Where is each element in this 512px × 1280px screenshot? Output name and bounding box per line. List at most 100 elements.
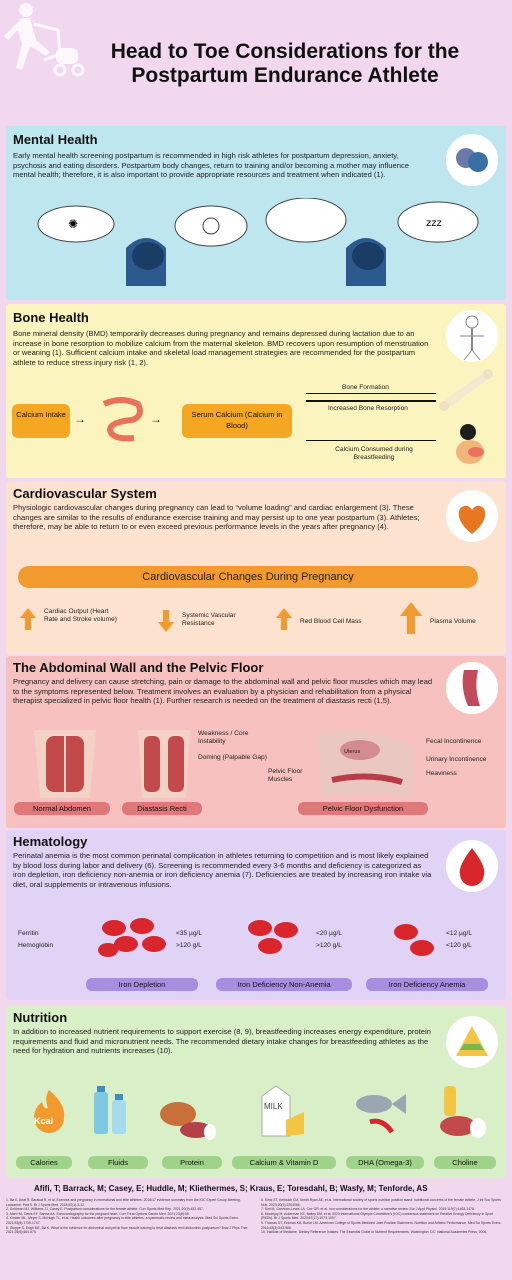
iron-deficiency-anemia-label: Iron Deficiency Anemia (366, 978, 488, 991)
protein-food-icon (160, 1102, 216, 1140)
svg-text:zzz: zzz (426, 218, 442, 229)
iron-depletion-label: Iron Depletion (86, 978, 198, 991)
resorption-arrow (306, 400, 436, 402)
reference-item: 4. Kimber ML, Meyer S, McHugh TL, et al.… (6, 1216, 240, 1225)
arrow-up-large-icon (400, 602, 422, 634)
arrow-right-icon: → (150, 412, 162, 426)
milk-cheese-icon (261, 1085, 304, 1137)
iron-deficiency-non-anemia-label: Iron Deficiency Non-Anemia (216, 978, 352, 991)
pelvic-icon (446, 662, 498, 714)
plasma-volume-label: Plasma Volume (430, 618, 476, 625)
pelvic-floor-heading: The Abdominal Wall and the Pelvic Floor (13, 660, 264, 675)
intestine-icon (102, 397, 143, 442)
brains-thoughts-illustration: ✺ zzz (37, 198, 479, 286)
heart-icon (446, 490, 498, 542)
anemia-hemoglobin-value: <120 g/L (446, 942, 472, 949)
milk-label: MILK (264, 1102, 283, 1111)
mental-health-body: Early mental health screening postpartum… (13, 151, 409, 180)
calcium-vitamin-d-label: Calcium & Vitamin D (232, 1156, 336, 1169)
reference-item: 9. Thomas DT, Erdman KA, Burke LM. Ameri… (261, 1220, 502, 1230)
serum-calcium-box: Serum Calcium (Calcium in Blood) (182, 404, 292, 438)
reference-item: 3. Afari HA, Davis EF, Sarma AA. Echocar… (6, 1211, 190, 1216)
nutrition-section: Nutrition In addition to increased nutri… (6, 1006, 506, 1178)
choline-label: Choline (434, 1156, 496, 1169)
food-pyramid-icon (446, 1016, 498, 1068)
doming-label: Doming (Palpable Gap) (198, 754, 267, 761)
ferritin-label: Ferritin (18, 930, 39, 937)
fish-icon (356, 1094, 406, 1134)
calories-flame-icon (34, 1090, 65, 1133)
kcal-label: Kcal (34, 1116, 54, 1126)
red-blood-cells-medium (248, 920, 298, 954)
hemoglobin-label: Hemoglobin (18, 942, 54, 949)
increased-resorption-label: Increased Bone Resorption (328, 405, 408, 412)
choline-foods-icon (440, 1086, 486, 1138)
pelvic-floor-dysfunction-label: Pelvic Floor Dysfunction (298, 802, 428, 815)
normal-abdomen-illustration (34, 730, 96, 798)
reference-item: 2. Goldman MJ, Williams JJ, Casey E. Pos… (6, 1207, 204, 1212)
reference-item: 5. Gluppe S, Engh ME, Bø K. What is the … (6, 1225, 249, 1235)
weakness-label: Weakness / Core Instability (198, 730, 249, 745)
nutrition-heading: Nutrition (13, 1010, 68, 1025)
mental-health-heading: Mental Health (13, 132, 98, 147)
depletion-ferritin-value: <35 µg/L (176, 930, 202, 937)
references-list: 1. Bø K, Artal R, Barakat R, et al. Exer… (6, 1198, 506, 1276)
bone-health-heading: Bone Health (13, 310, 89, 325)
skeleton-icon (446, 310, 498, 362)
blood-drop-icon (446, 840, 498, 892)
diastasis-recti-label: Diastasis Recti (122, 802, 202, 815)
arrow-up-icon (276, 608, 292, 630)
pelvic-floor-illustration (318, 731, 416, 798)
pelvic-floor-muscles-label: Pelvic Floor Muscles (268, 768, 303, 783)
non-anemia-ferritin-value: <20 µg/L (316, 930, 342, 937)
svg-text:✺: ✺ (68, 217, 78, 231)
arrow-up-icon (20, 608, 36, 630)
depletion-hemoglobin-value: >120 g/L (176, 942, 202, 949)
reference-item: 1. Bø K, Artal R, Barakat R, et al. Exer… (6, 1198, 241, 1207)
red-blood-cell-mass-label: Red Blood Cell Mass (300, 618, 362, 625)
arrow-right-icon: → (74, 412, 86, 426)
reference-item: 7. Sim M, Garvican-Lewis LA, Cox GR, et … (261, 1207, 475, 1212)
calories-label: Calories (16, 1156, 72, 1169)
bone-health-section: Bone Health Bone mineral density (BMD) t… (6, 304, 506, 478)
dha-omega-3-label: DHA (Omega-3) (346, 1156, 424, 1169)
cardio-changes-banner: Cardiovascular Changes During Pregnancy (18, 566, 478, 588)
breastfeeding-mother-icon (456, 424, 484, 464)
breastfeeding-arrow (306, 440, 436, 441)
reference-item: 6. Sims ST, Kerksick CM, Smith-Ryan AE, … (261, 1198, 501, 1207)
reference-item: 8. Mountjoy M, Ackerman KE, Bailey DM, e… (261, 1211, 494, 1221)
pelvic-floor-section: The Abdominal Wall and the Pelvic Floor … (6, 656, 506, 828)
non-anemia-hemoglobin-value: >120 g/L (316, 942, 342, 949)
urinary-incontinence-label: Urinary Incontinence (426, 756, 487, 763)
bone-icon (439, 369, 493, 411)
reference-item: 10. Institute of Medicine. Dietary Refer… (261, 1230, 488, 1235)
hematology-section: Hematology Perinatal anemia is the most … (6, 830, 506, 1000)
cardiac-output-label: Cardiac Output (Heart Rate and Stroke vo… (44, 608, 117, 623)
cardiovascular-body: Physiologic cardiovascular changes durin… (13, 503, 420, 532)
mental-health-icon (446, 134, 498, 186)
red-blood-cells-low (394, 924, 434, 956)
fluids-label: Fluids (88, 1156, 148, 1169)
bone-formation-arrow (306, 393, 436, 394)
uterus-label: Uterus (344, 749, 361, 755)
calcium-intake-box: Calcium Intake (12, 404, 70, 438)
authors-line: Afifi, T; Barrack, M; Casey, E; Huddle, … (34, 1184, 428, 1193)
mental-health-section: Mental Health Early mental health screen… (6, 126, 506, 300)
nutrition-body: In addition to increased nutrient requir… (13, 1027, 431, 1056)
protein-label: Protein (162, 1156, 222, 1169)
red-blood-cells-high (98, 918, 166, 957)
pelvic-floor-body: Pregnancy and delivery can cause stretch… (13, 677, 433, 706)
cardiovascular-heading: Cardiovascular System (13, 486, 157, 501)
heaviness-label: Heaviness (426, 770, 457, 777)
water-bottles-icon (94, 1086, 126, 1134)
page-title: Head to Toe Considerations for the Postp… (110, 40, 460, 87)
arrow-down-icon (158, 610, 174, 632)
hematology-heading: Hematology (13, 834, 88, 849)
bone-health-body: Bone mineral density (BMD) temporarily d… (13, 329, 429, 367)
diastasis-recti-illustration (138, 730, 190, 798)
bone-formation-label: Bone Formation (342, 384, 389, 391)
cardiovascular-section: Cardiovascular System Physiologic cardio… (6, 482, 506, 654)
fecal-incontinence-label: Fecal Incontinence (426, 738, 482, 745)
normal-abdomen-label: Normal Abdomen (14, 802, 110, 815)
anemia-ferritin-value: <12 µg/L (446, 930, 472, 937)
